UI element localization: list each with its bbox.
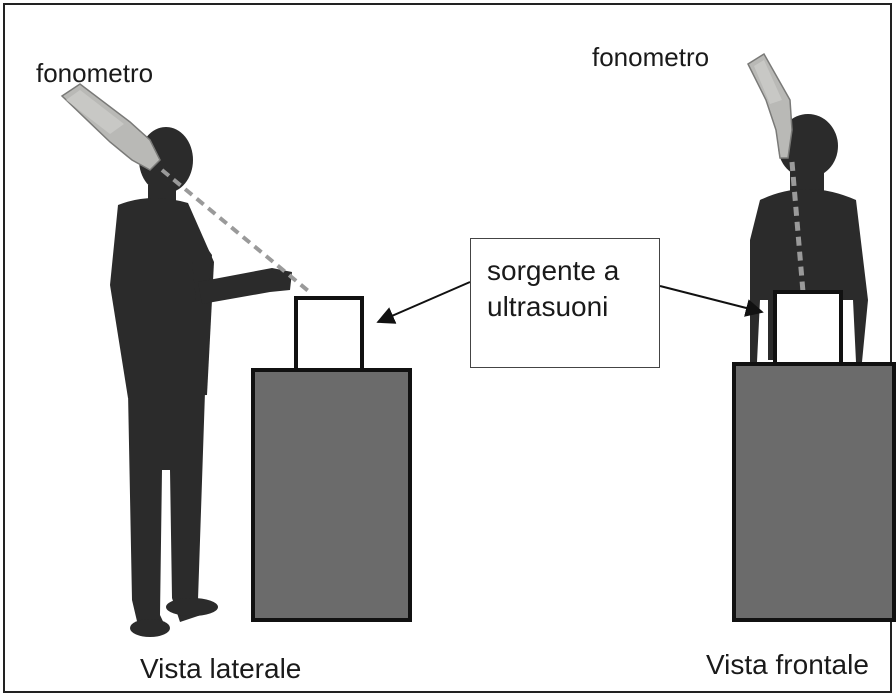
sound-level-meter-right (747, 52, 793, 159)
sound-meter-label-left: fonometro (36, 58, 154, 88)
cabinet-right (732, 362, 896, 622)
source-callout-box: sorgente a ultrasuoni (470, 238, 660, 368)
front-view-caption: Vista frontale (706, 649, 869, 680)
source-callout-line2: ultrasuoni (487, 291, 609, 322)
cabinet-left (251, 368, 412, 622)
ultrasound-source-left (294, 296, 364, 372)
side-view-caption: Vista laterale (140, 653, 302, 684)
sound-meter-label-right: fonometro (592, 42, 710, 72)
outer-frame (3, 3, 892, 693)
arrow-to-right-source (659, 285, 764, 317)
arrow-to-left-source (376, 281, 471, 324)
source-callout-line1: sorgente a (487, 255, 620, 286)
sound-level-meter-left (60, 83, 161, 171)
dotted-path-right (789, 161, 806, 293)
dotted-path-left (160, 168, 314, 296)
ultrasound-source-right (773, 290, 843, 366)
person-side-view (110, 127, 292, 637)
